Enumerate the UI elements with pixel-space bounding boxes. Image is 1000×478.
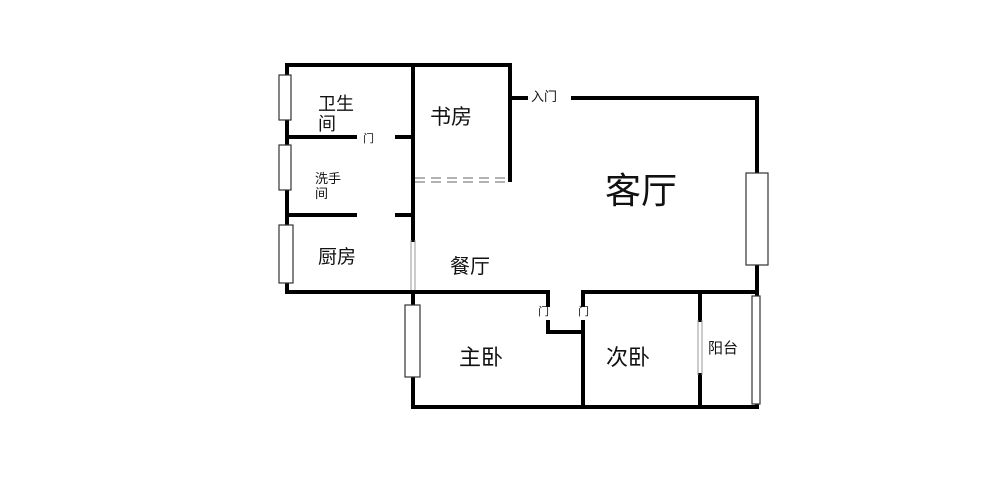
door-label-second: 门 [578,305,589,318]
room-label-dining: 餐厅 [450,254,490,278]
window-balcony [751,295,761,405]
room-label-living: 客厅 [605,171,678,212]
room-label-kitchen: 厨房 [318,246,357,268]
room-label-second-bedroom: 次卧 [606,346,651,371]
window-bathroom [278,74,292,121]
room-label-study: 书房 [430,105,472,129]
room-label-master-bedroom: 主卧 [459,346,504,371]
room-label-balcony: 阳台 [708,339,739,357]
window-washroom [278,144,292,191]
window-living [745,172,769,266]
door-label: 门 [363,132,374,145]
windows [278,74,769,405]
window-master [404,304,421,378]
room-label-washroom-2: 间 [315,187,329,202]
window-kitchen [278,224,294,284]
wall-master-door [546,320,585,334]
wall-second-top [581,290,759,307]
room-label-washroom: 洗手 [315,172,342,187]
walls [285,63,759,409]
room-label-bathroom-2: 间 [318,114,336,135]
door-label-master: 门 [538,305,549,318]
entrance-label: 入门 [531,90,558,105]
room-label-bathroom: 卫生 [318,94,354,115]
